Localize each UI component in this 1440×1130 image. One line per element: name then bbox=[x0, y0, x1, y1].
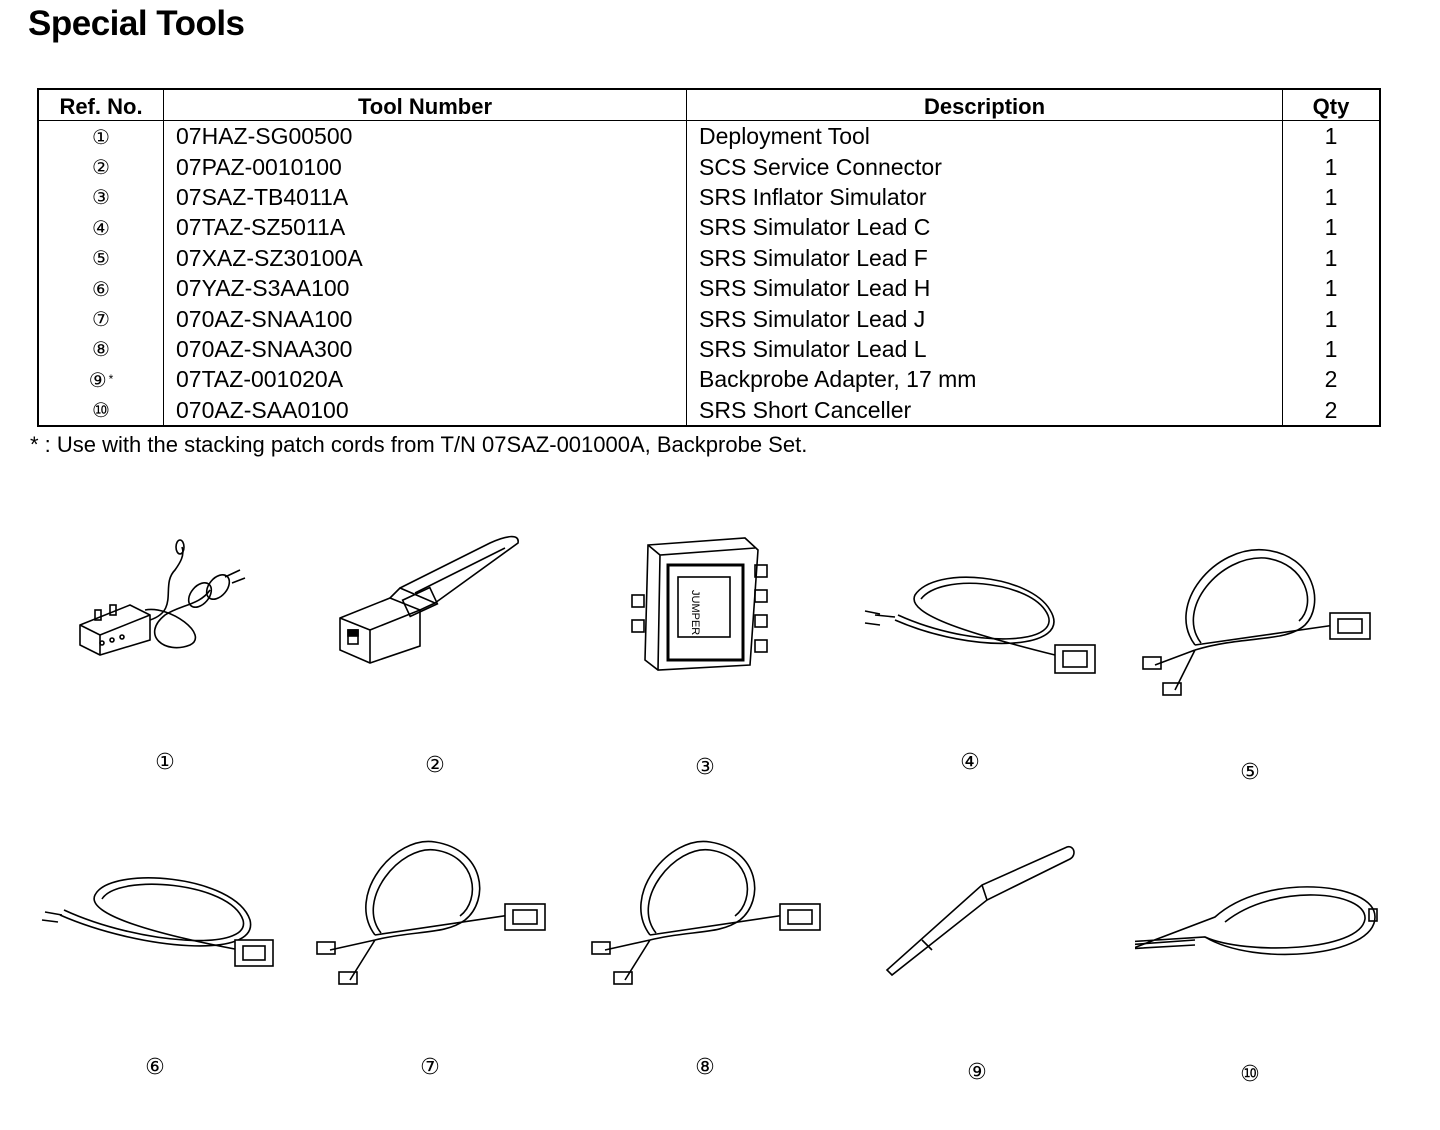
ref-number: ⑩ bbox=[92, 398, 110, 423]
header-ref-no: Ref. No. bbox=[37, 88, 164, 121]
footnote: * : Use with the stacking patch cords fr… bbox=[30, 432, 808, 457]
ref-number: ① bbox=[92, 124, 110, 149]
figure-3: JUMPER ③ bbox=[590, 520, 820, 810]
ref-number: ⑧ bbox=[92, 337, 110, 362]
figure-2: ② bbox=[320, 518, 550, 808]
figure-label: ④ bbox=[960, 750, 980, 775]
tool-qty: 1 bbox=[1282, 212, 1381, 243]
tool-description: Deployment Tool bbox=[686, 120, 1283, 152]
tool-description: SRS Inflator Simulator bbox=[686, 181, 1283, 213]
tool-number: 07HAZ-SG00500 bbox=[163, 120, 687, 152]
figure-1: ① bbox=[50, 515, 280, 805]
tool-number: 070AZ-SNAA100 bbox=[163, 303, 687, 334]
header-tool-number: Tool Number bbox=[163, 88, 687, 121]
deployment-tool-illustration bbox=[79, 539, 246, 656]
table-header-row: Ref. No. Tool Number Description Qty bbox=[37, 88, 1381, 121]
figure-8: ⑧ bbox=[590, 820, 821, 1110]
tool-number: 07PAZ-0010100 bbox=[163, 151, 687, 182]
tool-qty: 1 bbox=[1282, 181, 1381, 213]
ref-number: ⑥ bbox=[92, 276, 110, 301]
simulator-lead-forked-illustration bbox=[1142, 549, 1371, 696]
tool-qty: 1 bbox=[1282, 272, 1381, 304]
table-row: ⑦ 070AZ-SNAA100 SRS Simulator Lead J 1 bbox=[37, 303, 1381, 334]
tool-number: 07YAZ-S3AA100 bbox=[163, 272, 687, 304]
tool-description: SRS Short Canceller bbox=[686, 394, 1283, 426]
tool-qty: 1 bbox=[1282, 303, 1381, 334]
figure-label: ① bbox=[155, 750, 175, 775]
figure-label: ⑩ bbox=[1240, 1062, 1260, 1087]
footnote-marker: * bbox=[108, 371, 114, 386]
tool-qty: 1 bbox=[1282, 242, 1381, 273]
tool-description: SRS Simulator Lead C bbox=[686, 212, 1283, 243]
tool-description: SRS Simulator Lead H bbox=[686, 272, 1283, 304]
tool-number: 070AZ-SNAA300 bbox=[163, 333, 687, 365]
table-row: ④ 07TAZ-SZ5011A SRS Simulator Lead C 1 bbox=[37, 212, 1381, 243]
simulator-lead-forked-illustration bbox=[591, 840, 821, 985]
tool-qty: 2 bbox=[1282, 364, 1381, 395]
figure-label: ⑧ bbox=[695, 1055, 715, 1080]
simulator-lead-illustration bbox=[41, 877, 274, 967]
figure-label: ③ bbox=[695, 755, 715, 780]
table-row: ⑤ 07XAZ-SZ30100A SRS Simulator Lead F 1 bbox=[37, 242, 1381, 273]
service-connector-illustration bbox=[339, 535, 519, 664]
table-row: ② 07PAZ-0010100 SCS Service Connector 1 bbox=[37, 151, 1381, 182]
ref-number: ③ bbox=[92, 185, 110, 210]
tool-description: SCS Service Connector bbox=[686, 151, 1283, 182]
ref-number: ④ bbox=[92, 215, 110, 240]
tool-qty: 1 bbox=[1282, 120, 1381, 152]
tool-description: SRS Simulator Lead J bbox=[686, 303, 1283, 334]
figure-5: ⑤ bbox=[1135, 525, 1371, 815]
figure-label: ⑦ bbox=[420, 1055, 440, 1080]
special-tools-table: Ref. No. Tool Number Description Qty ① 0… bbox=[37, 88, 1381, 427]
simulator-lead-illustration bbox=[864, 576, 1096, 674]
ref-number: ⑨ bbox=[88, 367, 107, 392]
table-row: ⑧ 070AZ-SNAA300 SRS Simulator Lead L 1 bbox=[37, 333, 1381, 365]
tool-description: SRS Simulator Lead F bbox=[686, 242, 1283, 273]
short-canceller-illustration bbox=[1135, 886, 1378, 956]
figure-4: ④ bbox=[855, 515, 1096, 805]
tool-qty: 1 bbox=[1282, 333, 1381, 365]
figure-label: ⑤ bbox=[1240, 760, 1260, 785]
simulator-lead-forked-illustration bbox=[316, 840, 546, 985]
figure-label: ② bbox=[425, 753, 445, 778]
figure-9: ⑨ bbox=[862, 825, 1092, 1115]
ref-number: ⑦ bbox=[92, 307, 110, 332]
ref-number: ⑤ bbox=[92, 246, 110, 271]
figure-label: ⑨ bbox=[967, 1060, 987, 1085]
tool-number: 07SAZ-TB4011A bbox=[163, 181, 687, 213]
tool-number: 07TAZ-SZ5011A bbox=[163, 212, 687, 243]
figure-6: ⑥ bbox=[40, 820, 274, 1110]
header-description: Description bbox=[686, 88, 1283, 121]
header-qty: Qty bbox=[1282, 88, 1381, 121]
table-row: ⑩ 070AZ-SAA0100 SRS Short Canceller 2 bbox=[37, 394, 1381, 426]
tool-qty: 2 bbox=[1282, 394, 1381, 426]
figure-10: ⑩ bbox=[1135, 827, 1378, 1117]
tool-qty: 1 bbox=[1282, 151, 1381, 182]
tool-number: 07XAZ-SZ30100A bbox=[163, 242, 687, 273]
jumper-label: JUMPER bbox=[689, 590, 701, 635]
table-row: ⑥ 07YAZ-S3AA100 SRS Simulator Lead H 1 bbox=[37, 272, 1381, 304]
tool-description: Backprobe Adapter, 17 mm bbox=[686, 364, 1283, 395]
table-row: ③ 07SAZ-TB4011A SRS Inflator Simulator 1 bbox=[37, 181, 1381, 213]
inflator-simulator-illustration: JUMPER bbox=[631, 537, 768, 671]
figure-label: ⑥ bbox=[145, 1055, 165, 1080]
table-row: ① 07HAZ-SG00500 Deployment Tool 1 bbox=[37, 120, 1381, 152]
tool-description: SRS Simulator Lead L bbox=[686, 333, 1283, 365]
page-title: Special Tools bbox=[28, 4, 245, 43]
tool-number: 070AZ-SAA0100 bbox=[163, 394, 687, 426]
table-row: ⑨* 07TAZ-001020A Backprobe Adapter, 17 m… bbox=[37, 364, 1381, 395]
figure-7: ⑦ bbox=[315, 820, 546, 1110]
backprobe-adapter-illustration bbox=[885, 845, 1075, 977]
ref-number: ② bbox=[92, 155, 110, 180]
tool-number: 07TAZ-001020A bbox=[163, 364, 687, 395]
